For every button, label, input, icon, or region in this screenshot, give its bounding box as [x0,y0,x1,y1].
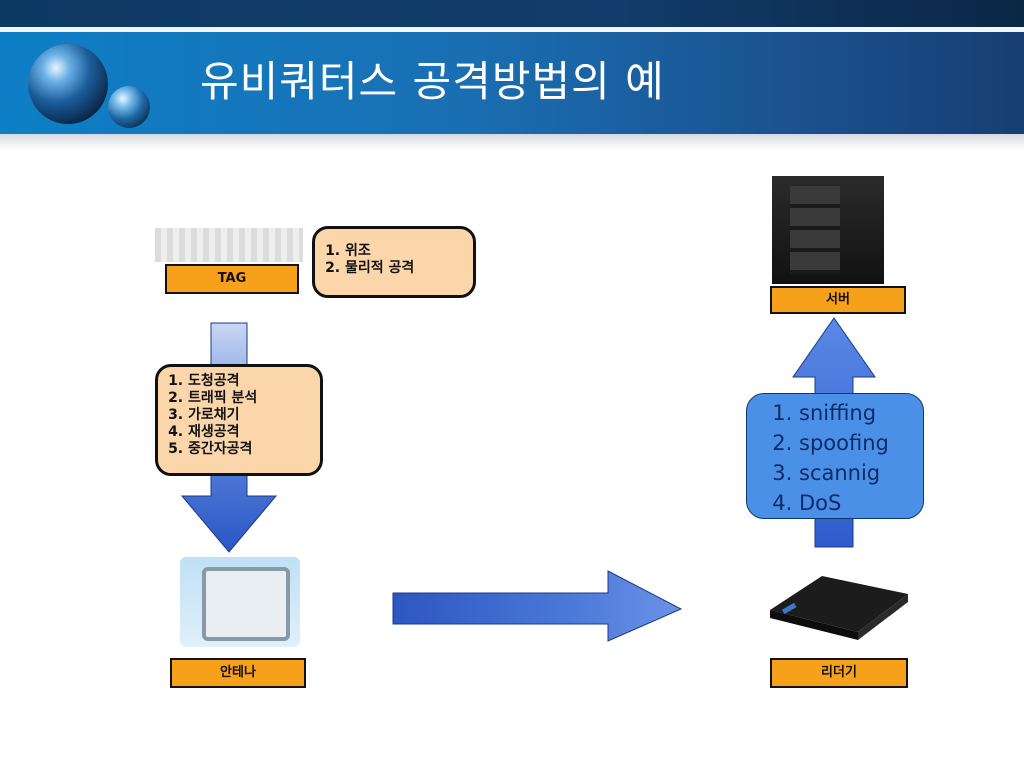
tag-attack-item: 위조 [345,243,463,260]
tag-label: TAG [165,264,299,294]
globe-logo-small [108,86,150,128]
channel-attack-item: 중간자공격 [188,441,310,458]
header-band [0,32,1024,134]
slide-title: 유비쿼터스 공격방법의 예 [200,57,665,106]
network-attack-item: DoS [799,488,911,518]
antenna-label: 안테나 [170,658,306,688]
reader-image [770,576,908,640]
channel-attack-item: 도청공격 [188,373,310,390]
arrow-right-antenna-to-reader [392,570,683,642]
header-shadow [0,134,1024,150]
reader-label: 리더기 [770,658,908,688]
channel-attacks-box: 도청공격 트래픽 분석 가로채기 재생공격 중간자공격 [155,364,323,476]
network-attacks-box: sniffing spoofing scannig DoS [746,393,924,519]
server-drive-bays [790,186,840,274]
globe-logo-large [28,44,108,124]
tag-attacks-box: 위조 물리적 공격 [312,226,476,298]
channel-attack-item: 가로채기 [188,407,310,424]
network-attack-item: spoofing [799,428,911,458]
antenna-coil [202,567,290,641]
channel-attack-item: 트래픽 분석 [188,390,310,407]
server-label: 서버 [770,286,906,314]
tag-attack-item: 물리적 공격 [345,260,463,277]
network-attack-item: sniffing [799,398,911,428]
channel-attack-item: 재생공격 [188,424,310,441]
tag-image [155,228,303,262]
top-divider [0,27,1024,32]
top-bar [0,0,1024,27]
network-attack-item: scannig [799,458,911,488]
